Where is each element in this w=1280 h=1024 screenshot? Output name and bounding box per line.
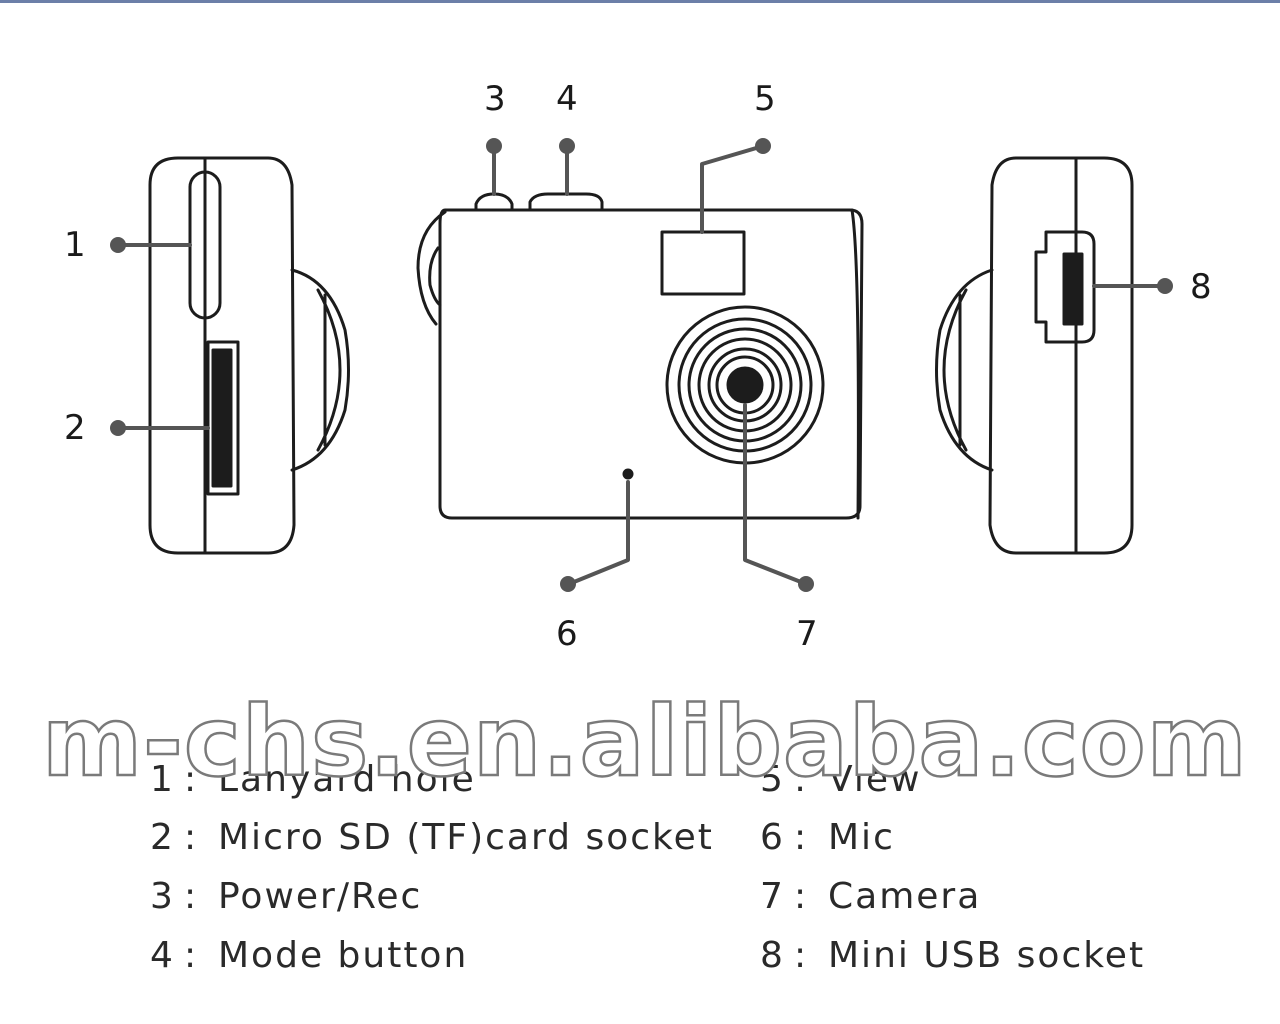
dot-1 [110,237,126,253]
legend-label: Mic [828,817,895,858]
legend-label: View [828,759,922,800]
right-side-view [935,156,1134,555]
sd-card-slot-inner [211,348,233,488]
top-border-line [0,0,1280,3]
legend-item-2: 2: Micro SD (TF)card socket [150,820,714,856]
watermark-text: m-chs.en.alibaba.com [41,685,1248,800]
legend-label: Micro SD (TF)card socket [218,817,714,858]
dot-3 [486,138,502,154]
callout-lines [118,144,1167,586]
front-body-side [416,210,447,326]
legend-item-8: 8: Mini USB socket [760,938,1145,974]
callout-number-2: 2 [64,408,86,448]
right-lens-ring [935,268,994,472]
front-body-right-edge [850,208,860,520]
left-body-right [203,156,296,555]
front-body-side-inner [428,246,442,307]
callout-number-8: 8 [1190,267,1212,307]
power-button [474,192,514,212]
legend-separator: : [184,759,199,800]
legend-separator: : [794,935,809,976]
legend-item-6: 6: Mic [760,820,895,856]
legend-separator: : [184,876,199,917]
dot-5 [755,138,771,154]
dot-7 [798,576,814,592]
lens-center [726,366,764,404]
legend-label: Mode button [218,935,469,976]
front-body [438,208,864,520]
callout-number-3: 3 [484,79,506,119]
legend-separator: : [794,759,809,800]
legend-item-4: 4: Mode button [150,938,468,974]
dot-8 [1157,278,1173,294]
dot-4 [559,138,575,154]
legend-number: 3 [150,876,175,917]
viewfinder [660,230,746,296]
legend-label: Mini USB socket [828,935,1146,976]
usb-socket [1034,230,1096,344]
callout-dots [110,138,1173,592]
callout-number-7: 7 [796,614,818,654]
right-body-outline [1074,156,1134,555]
left-lens-inner [316,288,342,452]
legend-separator: : [184,935,199,976]
legend-item-7: 7: Camera [760,879,981,915]
legend-number: 6 [760,817,785,858]
legend-separator: : [794,817,809,858]
usb-pins [1062,252,1084,326]
left-lens-ring [290,268,350,472]
leader-5 [700,144,765,234]
legend-number: 7 [760,876,785,917]
legend-separator: : [184,817,199,858]
left-side-view [148,156,350,555]
leader-7 [743,403,808,586]
callout-number-6: 6 [556,614,578,654]
right-body-left [988,156,1078,555]
dot-2 [110,420,126,436]
mic-hole [622,468,634,480]
legend-number: 2 [150,817,175,858]
legend-number: 8 [760,935,785,976]
legend-item-5: 5: View [760,762,921,798]
legend-number: 1 [150,759,175,800]
right-lens-inner [942,288,968,452]
legend-number: 5 [760,759,785,800]
sd-card-slot [206,340,240,496]
legend-label: Lanyard hole [218,759,476,800]
legend-item-1: 1: Lanyard hole [150,762,476,798]
legend-item-3: 3: Power/Rec [150,879,422,915]
callout-number-5: 5 [754,79,776,119]
legend-separator: : [794,876,809,917]
legend-label: Power/Rec [218,876,423,917]
mode-button [528,192,604,212]
callout-number-4: 4 [556,79,578,119]
callout-number-1: 1 [64,225,86,265]
leader-6 [567,480,630,586]
legend-label: Camera [828,876,982,917]
legend-number: 4 [150,935,175,976]
front-view [416,192,864,520]
left-body-outline [148,156,207,555]
dot-6 [560,576,576,592]
